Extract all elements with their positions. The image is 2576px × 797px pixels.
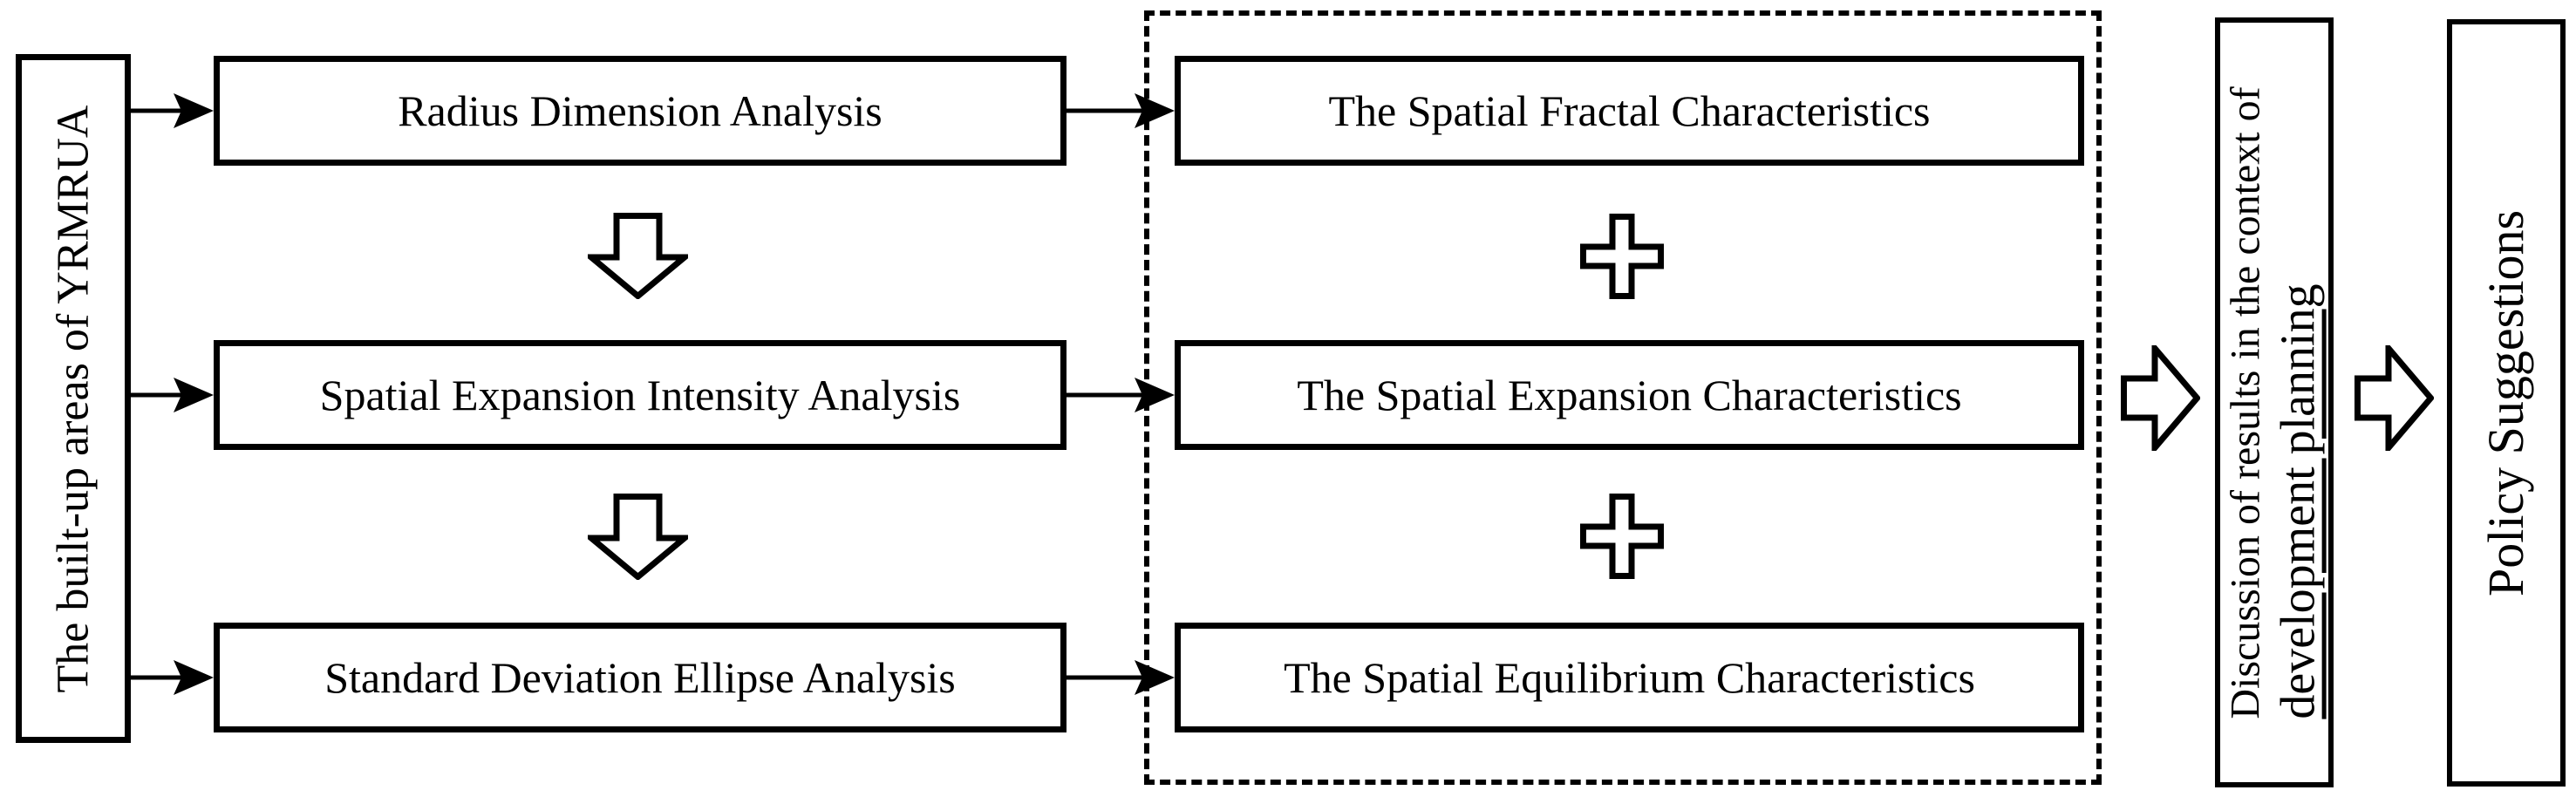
result-box-spatial-fractal: The Spatial Fractal Characteristics (1175, 56, 2084, 166)
method-box-label: Radius Dimension Analysis (398, 85, 883, 135)
plus-icon (1580, 494, 1664, 579)
source-box-label: The built-up areas of YRMRUA (48, 105, 99, 692)
hollow-right-arrow-icon (2355, 345, 2434, 451)
result-box-label: The Spatial Fractal Characteristics (1328, 85, 1931, 135)
result-box-spatial-equilibrium: The Spatial Equilibrium Characteristics (1175, 623, 2084, 732)
discussion-box: Discussion of results in the context of … (2215, 17, 2334, 787)
method-box-standard-deviation-ellipse: Standard Deviation Ellipse Analysis (214, 623, 1067, 732)
discussion-line2: development planning (2272, 283, 2327, 719)
solid-right-arrow-icon (1067, 93, 1175, 128)
solid-right-arrow-icon (131, 93, 214, 128)
policy-box-label: Policy Suggestions (2477, 209, 2535, 596)
hollow-right-arrow-icon (2121, 345, 2200, 451)
solid-right-arrow-icon (1067, 378, 1175, 412)
discussion-box-text: Discussion of results in the context of … (2221, 86, 2327, 719)
method-box-label: Spatial Expansion Intensity Analysis (319, 370, 961, 419)
hollow-down-arrow-icon (588, 494, 688, 580)
policy-box: Policy Suggestions (2447, 19, 2566, 787)
result-box-label: The Spatial Equilibrium Characteristics (1284, 652, 1975, 702)
result-box-label: The Spatial Expansion Characteristics (1297, 370, 1962, 419)
hollow-down-arrow-icon (588, 213, 688, 299)
solid-right-arrow-icon (131, 660, 214, 695)
method-box-radius-dimension: Radius Dimension Analysis (214, 56, 1067, 166)
result-box-spatial-expansion: The Spatial Expansion Characteristics (1175, 340, 2084, 450)
solid-right-arrow-icon (1067, 660, 1175, 695)
plus-icon (1580, 214, 1664, 299)
source-box: The built-up areas of YRMRUA (16, 54, 131, 743)
method-box-spatial-expansion-intensity: Spatial Expansion Intensity Analysis (214, 340, 1067, 450)
solid-right-arrow-icon (131, 378, 214, 412)
method-box-label: Standard Deviation Ellipse Analysis (324, 652, 956, 702)
discussion-line1: Discussion of results in the context of (2223, 85, 2270, 719)
